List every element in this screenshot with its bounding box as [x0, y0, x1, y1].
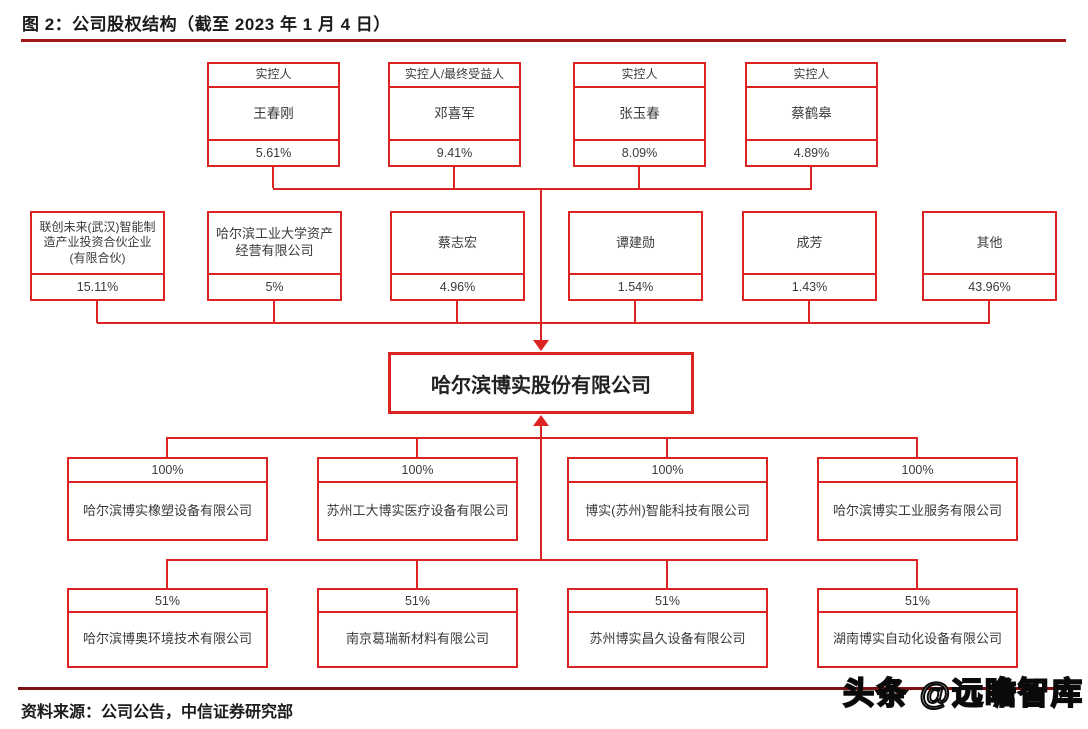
connector-line	[916, 437, 918, 457]
center-line-bottom	[540, 426, 542, 559]
subsidiary-name: 苏州博实昌久设备有限公司	[589, 631, 746, 647]
figure-title: 图 2：公司股权结构（截至 2023 年 1 月 4 日）	[22, 15, 391, 34]
subsidiary-stake-pct: 51%	[69, 590, 266, 613]
footer-rule	[18, 687, 1070, 690]
subsidiary-name: 哈尔滨博实橡塑设备有限公司	[82, 502, 252, 518]
parent-company-name: 哈尔滨博实股份有限公司	[431, 374, 651, 397]
connector-line	[272, 167, 274, 188]
connector-line	[634, 301, 636, 323]
controller-box: 实控人/最终受益人 邓喜军 9.41%	[388, 62, 521, 167]
subsidiary-stake-pct: 100%	[69, 459, 266, 483]
controller-stake-pct: 8.09%	[575, 139, 704, 165]
subsidiary-box: 100% 苏州工大博实医疗设备有限公司	[317, 457, 518, 541]
controller-box: 实控人 蔡鹤皋 4.89%	[745, 62, 878, 167]
title-rule	[21, 39, 1066, 42]
shareholder-name: 谭建勋	[615, 234, 655, 250]
subsidiary-box: 100% 博实(苏州)智能科技有限公司	[567, 457, 768, 541]
controller-stake-pct: 4.89%	[747, 139, 876, 165]
connector-bus-subs-51	[167, 559, 918, 561]
shareholder-box: 蔡志宏 4.96%	[390, 211, 525, 301]
connector-line	[453, 167, 455, 188]
subsidiary-stake-pct: 100%	[319, 459, 516, 483]
shareholder-stake-pct: 1.54%	[570, 273, 701, 299]
subsidiary-name: 湖南博实自动化设备有限公司	[832, 631, 1002, 647]
shareholder-name: 联创未来(武汉)智能制造产业投资合伙企业(有限合伙)	[39, 219, 156, 265]
controller-box: 实控人 王春刚 5.61%	[207, 62, 340, 167]
connector-line	[273, 301, 275, 323]
controller-name: 蔡鹤皋	[791, 105, 832, 121]
parent-company-box: 哈尔滨博实股份有限公司	[388, 352, 694, 414]
shareholder-stake-pct: 1.43%	[744, 273, 875, 299]
controller-role-label: 实控人	[575, 64, 704, 88]
shareholder-stake-pct: 15.11%	[32, 273, 163, 299]
connector-line	[166, 559, 168, 588]
connector-line	[666, 559, 668, 588]
controller-name: 王春刚	[253, 105, 294, 121]
subsidiary-box: 51% 哈尔滨博奥环境技术有限公司	[67, 588, 268, 668]
subsidiary-box: 51% 湖南博实自动化设备有限公司	[817, 588, 1018, 668]
subsidiary-name: 哈尔滨博奥环境技术有限公司	[82, 631, 252, 647]
subsidiary-name: 苏州工大博实医疗设备有限公司	[326, 502, 509, 518]
shareholder-box: 哈尔滨工业大学资产经营有限公司 5%	[207, 211, 342, 301]
connector-bus-controllers	[273, 188, 812, 190]
connector-line	[916, 559, 918, 588]
subsidiary-box: 51% 南京葛瑞新材料有限公司	[317, 588, 518, 668]
shareholder-name: 蔡志宏	[437, 234, 477, 250]
controller-role-label: 实控人/最终受益人	[390, 64, 519, 88]
controller-name: 邓喜军	[434, 105, 475, 121]
shareholder-box: 谭建勋 1.54%	[568, 211, 703, 301]
connector-bus-shareholders	[97, 322, 990, 324]
shareholder-name: 哈尔滨工业大学资产经营有限公司	[215, 226, 333, 258]
subsidiary-box: 100% 哈尔滨博实工业服务有限公司	[817, 457, 1018, 541]
connector-line	[988, 301, 990, 323]
arrow-up-icon	[533, 415, 549, 426]
shareholder-box: 其他 43.96%	[922, 211, 1057, 301]
connector-line	[808, 301, 810, 323]
subsidiary-name: 哈尔滨博实工业服务有限公司	[832, 502, 1002, 518]
connector-bus-subs-100	[167, 437, 918, 439]
center-line-top	[540, 188, 542, 340]
connector-line	[456, 301, 458, 323]
subsidiary-box: 100% 哈尔滨博实橡塑设备有限公司	[67, 457, 268, 541]
connector-line	[416, 437, 418, 457]
controller-role-label: 实控人	[747, 64, 876, 88]
shareholder-stake-pct: 5%	[209, 273, 340, 299]
connector-line	[96, 301, 98, 323]
shareholder-stake-pct: 4.96%	[392, 273, 523, 299]
subsidiary-box: 51% 苏州博实昌久设备有限公司	[567, 588, 768, 668]
connector-line	[416, 559, 418, 588]
source-note: 资料来源：公司公告，中信证券研究部	[21, 704, 294, 721]
connector-line	[166, 437, 168, 457]
subsidiary-stake-pct: 100%	[819, 459, 1016, 483]
arrow-down-icon	[533, 340, 549, 351]
connector-line	[810, 167, 812, 188]
controller-box: 实控人 张玉春 8.09%	[573, 62, 706, 167]
shareholder-box: 联创未来(武汉)智能制造产业投资合伙企业(有限合伙) 15.11%	[30, 211, 165, 301]
subsidiary-name: 南京葛瑞新材料有限公司	[345, 631, 489, 647]
watermark: 头条 @远瞻智库	[842, 675, 1084, 712]
controller-name: 张玉春	[619, 105, 660, 121]
subsidiary-stake-pct: 51%	[319, 590, 516, 613]
controller-stake-pct: 9.41%	[390, 139, 519, 165]
shareholder-stake-pct: 43.96%	[924, 273, 1055, 299]
connector-line	[638, 167, 640, 188]
subsidiary-stake-pct: 51%	[819, 590, 1016, 613]
subsidiary-stake-pct: 51%	[569, 590, 766, 613]
shareholder-name: 成芳	[796, 234, 823, 250]
subsidiary-stake-pct: 100%	[569, 459, 766, 483]
controller-stake-pct: 5.61%	[209, 139, 338, 165]
shareholder-box: 成芳 1.43%	[742, 211, 877, 301]
connector-line	[666, 437, 668, 457]
shareholder-name: 其他	[976, 234, 1003, 250]
subsidiary-name: 博实(苏州)智能科技有限公司	[585, 502, 750, 518]
controller-role-label: 实控人	[209, 64, 338, 88]
